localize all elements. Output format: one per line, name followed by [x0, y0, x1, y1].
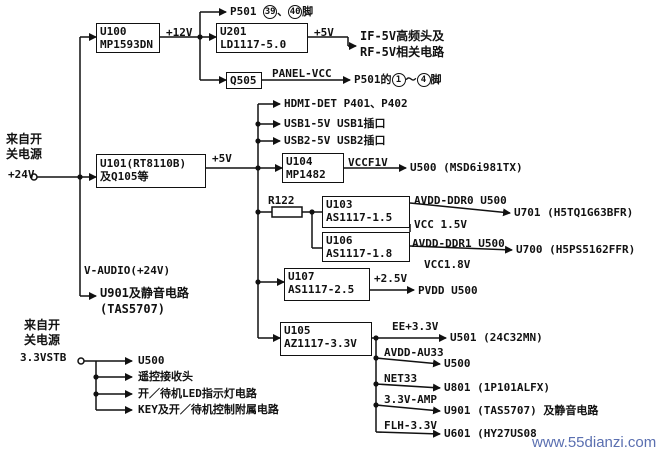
- load-u901-audio: U901及静音电路 (TAS5707): [100, 286, 189, 316]
- load-u700: U700 (H5PS5162FFR): [516, 243, 636, 256]
- rail-flh33: FLH-3.3V: [384, 419, 437, 432]
- load-u701: U701 (H5TQ1G63BFR): [514, 206, 634, 219]
- load-stb-u500: U500: [138, 354, 165, 367]
- rail-ee33: EE+3.3V: [392, 320, 439, 333]
- chip-q505: Q505: [226, 72, 262, 89]
- chip-u105: U105 AZ1117-3.3V: [280, 322, 372, 356]
- pin-suffix-a: 脚: [302, 5, 314, 18]
- resistor-r122-label: R122: [268, 194, 295, 207]
- pin-39-badge: 39: [263, 5, 278, 19]
- main-source-label: 来自开 关电源: [6, 132, 43, 161]
- chip-u100: U100 MP1593DN: [96, 23, 160, 53]
- input-terminal-3v3stb: [77, 357, 85, 365]
- load-u901-b: U901 (TAS5707) 及静音电路: [444, 404, 599, 417]
- chip-u103: U103 AS1117-1.5: [322, 196, 410, 228]
- rail-vcc18: VCC1.8V: [424, 258, 471, 271]
- main-voltage-label: +24V: [8, 168, 35, 181]
- pin-40-badge: 40: [288, 5, 303, 19]
- load-u601: U601 (HY27US08: [444, 427, 537, 440]
- load-u500-msd: U500 (MSD6i981TX): [410, 161, 523, 174]
- load-hdmi: HDMI-DET P401、P402: [284, 97, 408, 110]
- rail-plus25v: +2.5V: [374, 272, 408, 285]
- load-u500-b: U500: [444, 357, 471, 370]
- pin-4-badge: 4: [416, 73, 431, 87]
- chip-u106: U106 AS1117-1.8: [322, 232, 410, 262]
- chip-u104: U104 MP1482: [282, 153, 344, 183]
- standby-voltage-label: 3.3VSTB: [20, 351, 67, 364]
- load-stb-led: 开／待机LED指示灯电路: [138, 387, 257, 400]
- load-p501-a-label: P501: [230, 5, 257, 18]
- load-pvdd: PVDD U500: [418, 284, 478, 297]
- pin-separator-b: ～: [405, 73, 417, 86]
- rail-avdd-au33: AVDD-AU33: [384, 346, 444, 359]
- watermark: www.55dianzi.com: [532, 434, 657, 451]
- resistor-r122-body: [271, 206, 303, 218]
- rail-plus5v-tuner: +5V: [314, 26, 334, 39]
- input-terminal-24v: [30, 173, 38, 181]
- rail-v-audio: V-AUDIO(+24V): [84, 264, 171, 277]
- rail-panel-vcc: PANEL-VCC: [272, 67, 332, 80]
- load-u501: U501 (24C32MN): [450, 331, 543, 344]
- load-u801: U801 (1P101ALFX): [444, 381, 550, 394]
- load-usb1: USB1-5V USB1插口: [284, 117, 386, 130]
- chip-u101: U101(RT8110B) 及Q105等: [96, 154, 206, 188]
- chip-u107: U107 AS1117-2.5: [284, 268, 370, 301]
- load-p501-b-label: P501的: [354, 73, 392, 86]
- rail-net33: NET33: [384, 372, 418, 385]
- load-usb2: USB2-5V USB2插口: [284, 134, 386, 147]
- chip-u201: U201 LD1117-5.0: [216, 23, 308, 53]
- load-stb-key: KEY及开／待机控制附属电路: [138, 403, 279, 416]
- pin-suffix-b: 脚: [430, 73, 442, 86]
- rail-plus12v: +12V: [166, 26, 193, 39]
- standby-source-label: 来自开 关电源: [24, 318, 61, 347]
- rail-plus5v-main: +5V: [212, 152, 232, 165]
- rail-avdd-ddr1: AVDD-DDR1 U500: [412, 237, 505, 250]
- rail-avdd-ddr0: AVDD-DDR0 U500: [414, 194, 507, 207]
- rail-vccf1v: VCCF1V: [348, 156, 388, 169]
- load-stb-ir: 遥控接收头: [138, 370, 193, 383]
- pin-1-badge: 1: [391, 73, 406, 87]
- load-tuner: IF-5V高频头及 RF-5V相关电路: [360, 29, 445, 59]
- pin-separator-a: 、: [277, 5, 289, 18]
- rail-vcc15: VCC 1.5V: [414, 218, 467, 231]
- rail-amp33: 3.3V-AMP: [384, 393, 437, 406]
